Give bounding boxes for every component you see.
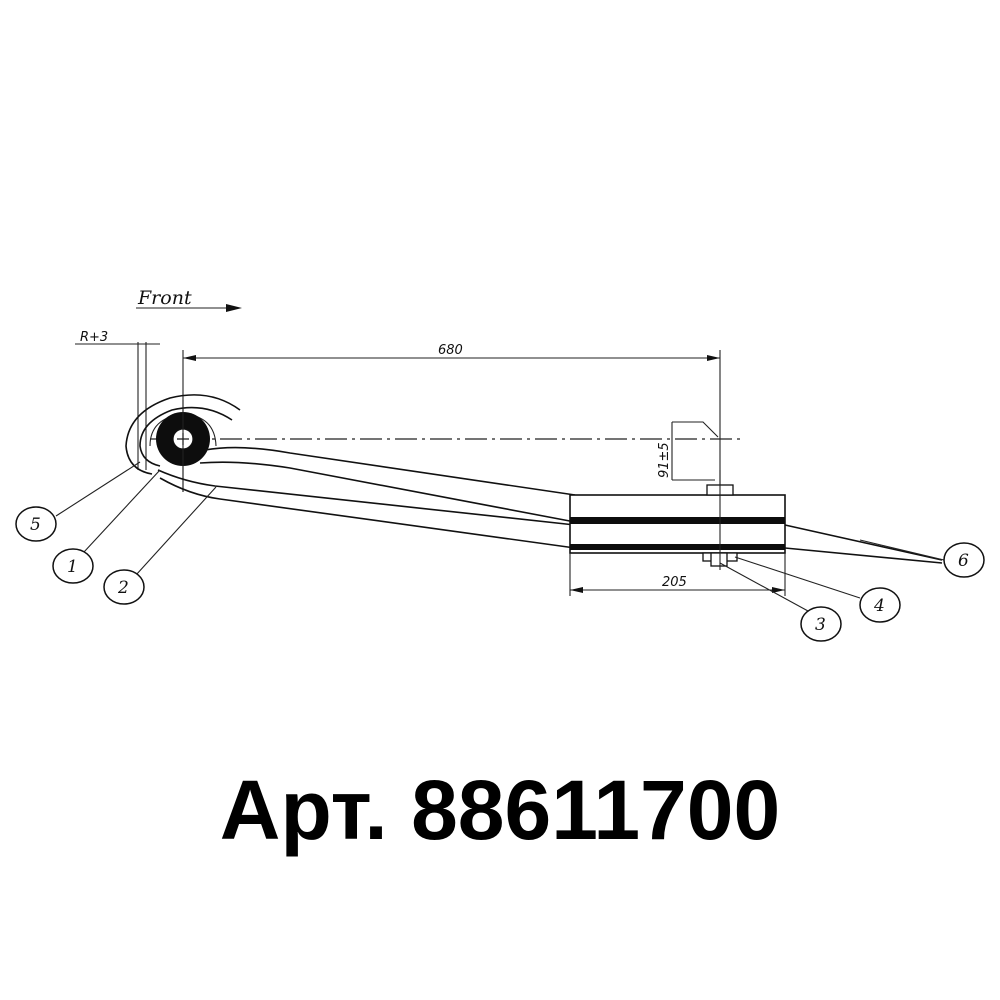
clamp-arrow-right-icon <box>772 587 785 593</box>
leader-5 <box>55 461 141 517</box>
front-text: Front <box>137 287 192 309</box>
eye-outer-wrap <box>125 394 241 475</box>
callout-5: 5 <box>15 506 57 542</box>
main-leaf-bottom-edge <box>199 461 576 523</box>
second-leaf-top-edge <box>157 469 576 526</box>
length-arrow-left-icon <box>183 355 196 361</box>
front-direction-label: Front <box>136 287 242 312</box>
callout-4-text: 4 <box>873 596 885 616</box>
clamp-block <box>569 470 786 570</box>
main-leaf <box>199 446 576 523</box>
second-leaf-bottom-edge <box>159 477 576 549</box>
leader-4 <box>734 556 861 599</box>
callout-6-text: 6 <box>958 551 969 571</box>
eye-offset-dimension: R+3 <box>75 330 160 470</box>
callout-1: 1 <box>52 548 94 584</box>
leaf-tail <box>784 524 943 564</box>
callout-3-text: 3 <box>815 615 826 635</box>
second-leaf <box>157 469 576 549</box>
leader-1 <box>83 469 161 553</box>
spring-eye <box>125 394 241 492</box>
clamp-text: 205 <box>662 575 687 590</box>
article-number: Арт. 88611700 <box>219 763 781 857</box>
eye-offset-text: R+3 <box>80 330 108 345</box>
callout-4: 4 <box>859 587 901 623</box>
clamp-leaf-line-1 <box>570 517 785 524</box>
front-arrow-icon <box>226 304 242 312</box>
callout-5-text: 5 <box>30 515 41 535</box>
height-text: 91±5 <box>657 442 672 478</box>
callout-3: 3 <box>800 606 842 642</box>
leader-6 <box>859 539 945 561</box>
clamp-arrow-left-icon <box>570 587 583 593</box>
tail-bottom-edge <box>784 547 943 564</box>
main-leaf-top-edge <box>204 446 576 496</box>
leader-3 <box>719 562 809 612</box>
callout-2: 2 <box>103 569 145 605</box>
eye-inner-wrap <box>139 406 233 467</box>
center-bolt-nut <box>710 552 728 567</box>
length-text: 680 <box>438 343 463 358</box>
height-dimension: 91±5 <box>657 421 719 481</box>
callout-1-text: 1 <box>67 557 78 577</box>
callout-leaders <box>55 461 945 612</box>
callout-2-text: 2 <box>117 578 129 598</box>
length-arrow-right-icon <box>707 355 720 361</box>
clamp-leaf-line-2 <box>570 544 785 550</box>
leader-2 <box>135 486 217 576</box>
clamp-dimension: 205 <box>569 553 786 596</box>
tail-top-edge <box>784 524 943 561</box>
height-top-leader <box>672 421 719 438</box>
callout-6: 6 <box>943 542 985 578</box>
